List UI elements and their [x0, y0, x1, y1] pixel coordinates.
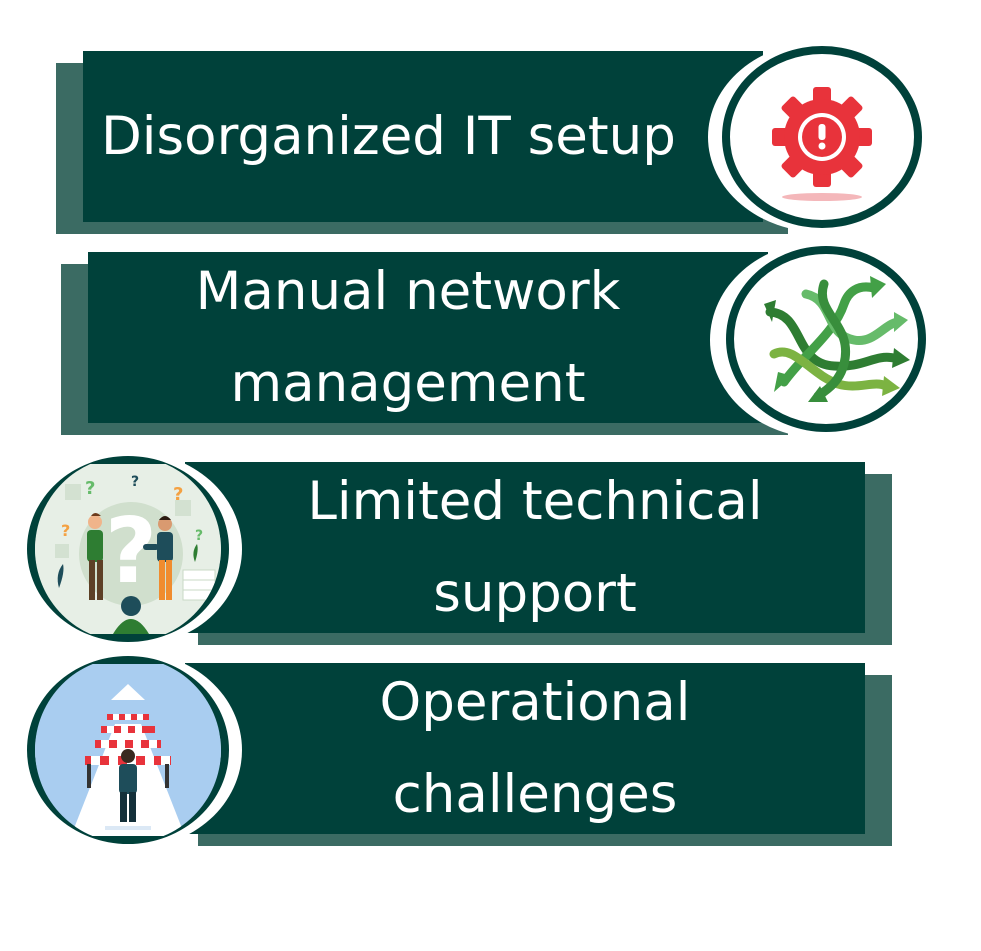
problem-label-line-2: challenges	[392, 763, 678, 825]
icon-ring	[726, 246, 926, 432]
icon-ring	[27, 656, 229, 844]
roadblock-person-icon	[35, 664, 221, 836]
problem-label-line-1: Operational	[379, 671, 691, 733]
svg-text:?: ?	[195, 528, 203, 544]
problem-label-line-2: support	[433, 562, 637, 624]
tangled-arrows-icon	[764, 276, 910, 402]
problem-label-line-1: Manual network	[195, 260, 621, 322]
problem-label-line-1: Limited technical	[307, 470, 763, 532]
gear-warning-icon	[772, 87, 872, 201]
svg-text:?: ?	[61, 521, 70, 540]
svg-text:?: ?	[173, 484, 183, 505]
problem-band: Manual network management	[88, 252, 768, 423]
svg-text:?: ?	[85, 478, 95, 499]
problem-band: Operational challenges	[185, 663, 865, 834]
problem-band: Limited technical support	[185, 462, 865, 633]
svg-text:?: ?	[105, 499, 157, 604]
problem-label: Disorganized IT setup	[101, 105, 676, 167]
problem-band: Disorganized IT setup	[83, 51, 763, 222]
svg-text:?: ?	[131, 474, 139, 490]
icon-ring: ? ? ? ? ? ?	[27, 456, 229, 642]
confused-people-icon: ? ? ? ? ? ?	[35, 464, 221, 634]
icon-ring	[722, 46, 922, 228]
problem-label-line-2: management	[230, 352, 586, 414]
